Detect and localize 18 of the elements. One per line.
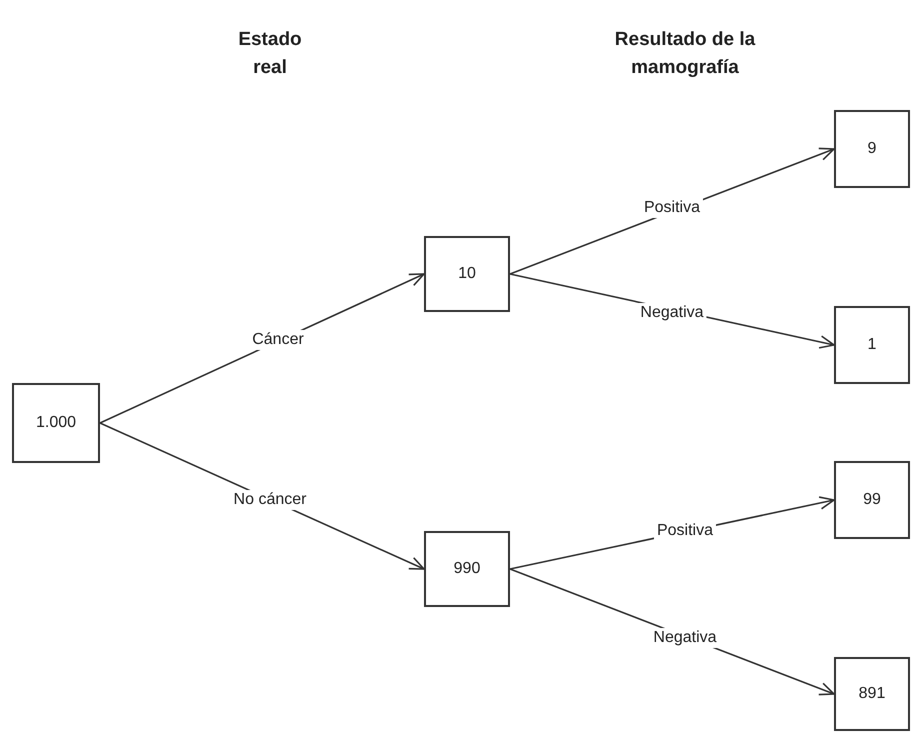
count-text: 9 [868,140,876,158]
count-text: 1.000 [36,414,76,432]
count-text: 99 [863,491,881,509]
count-text: 1 [868,336,876,354]
column-heading: Resultado de la mamografía [614,28,756,80]
number-box [834,306,910,384]
number-box [834,461,910,539]
edge-label: Positiva [654,521,716,541]
number-box [12,383,100,463]
count-text: 10 [458,265,476,283]
count-text: 990 [454,560,480,578]
number-box [834,657,910,731]
count-text: 891 [858,685,886,703]
number-box [424,531,510,607]
number-box [834,110,910,188]
edge-label: Negativa [637,303,707,323]
number-box [424,236,510,312]
column-heading: Estado real [237,28,303,80]
